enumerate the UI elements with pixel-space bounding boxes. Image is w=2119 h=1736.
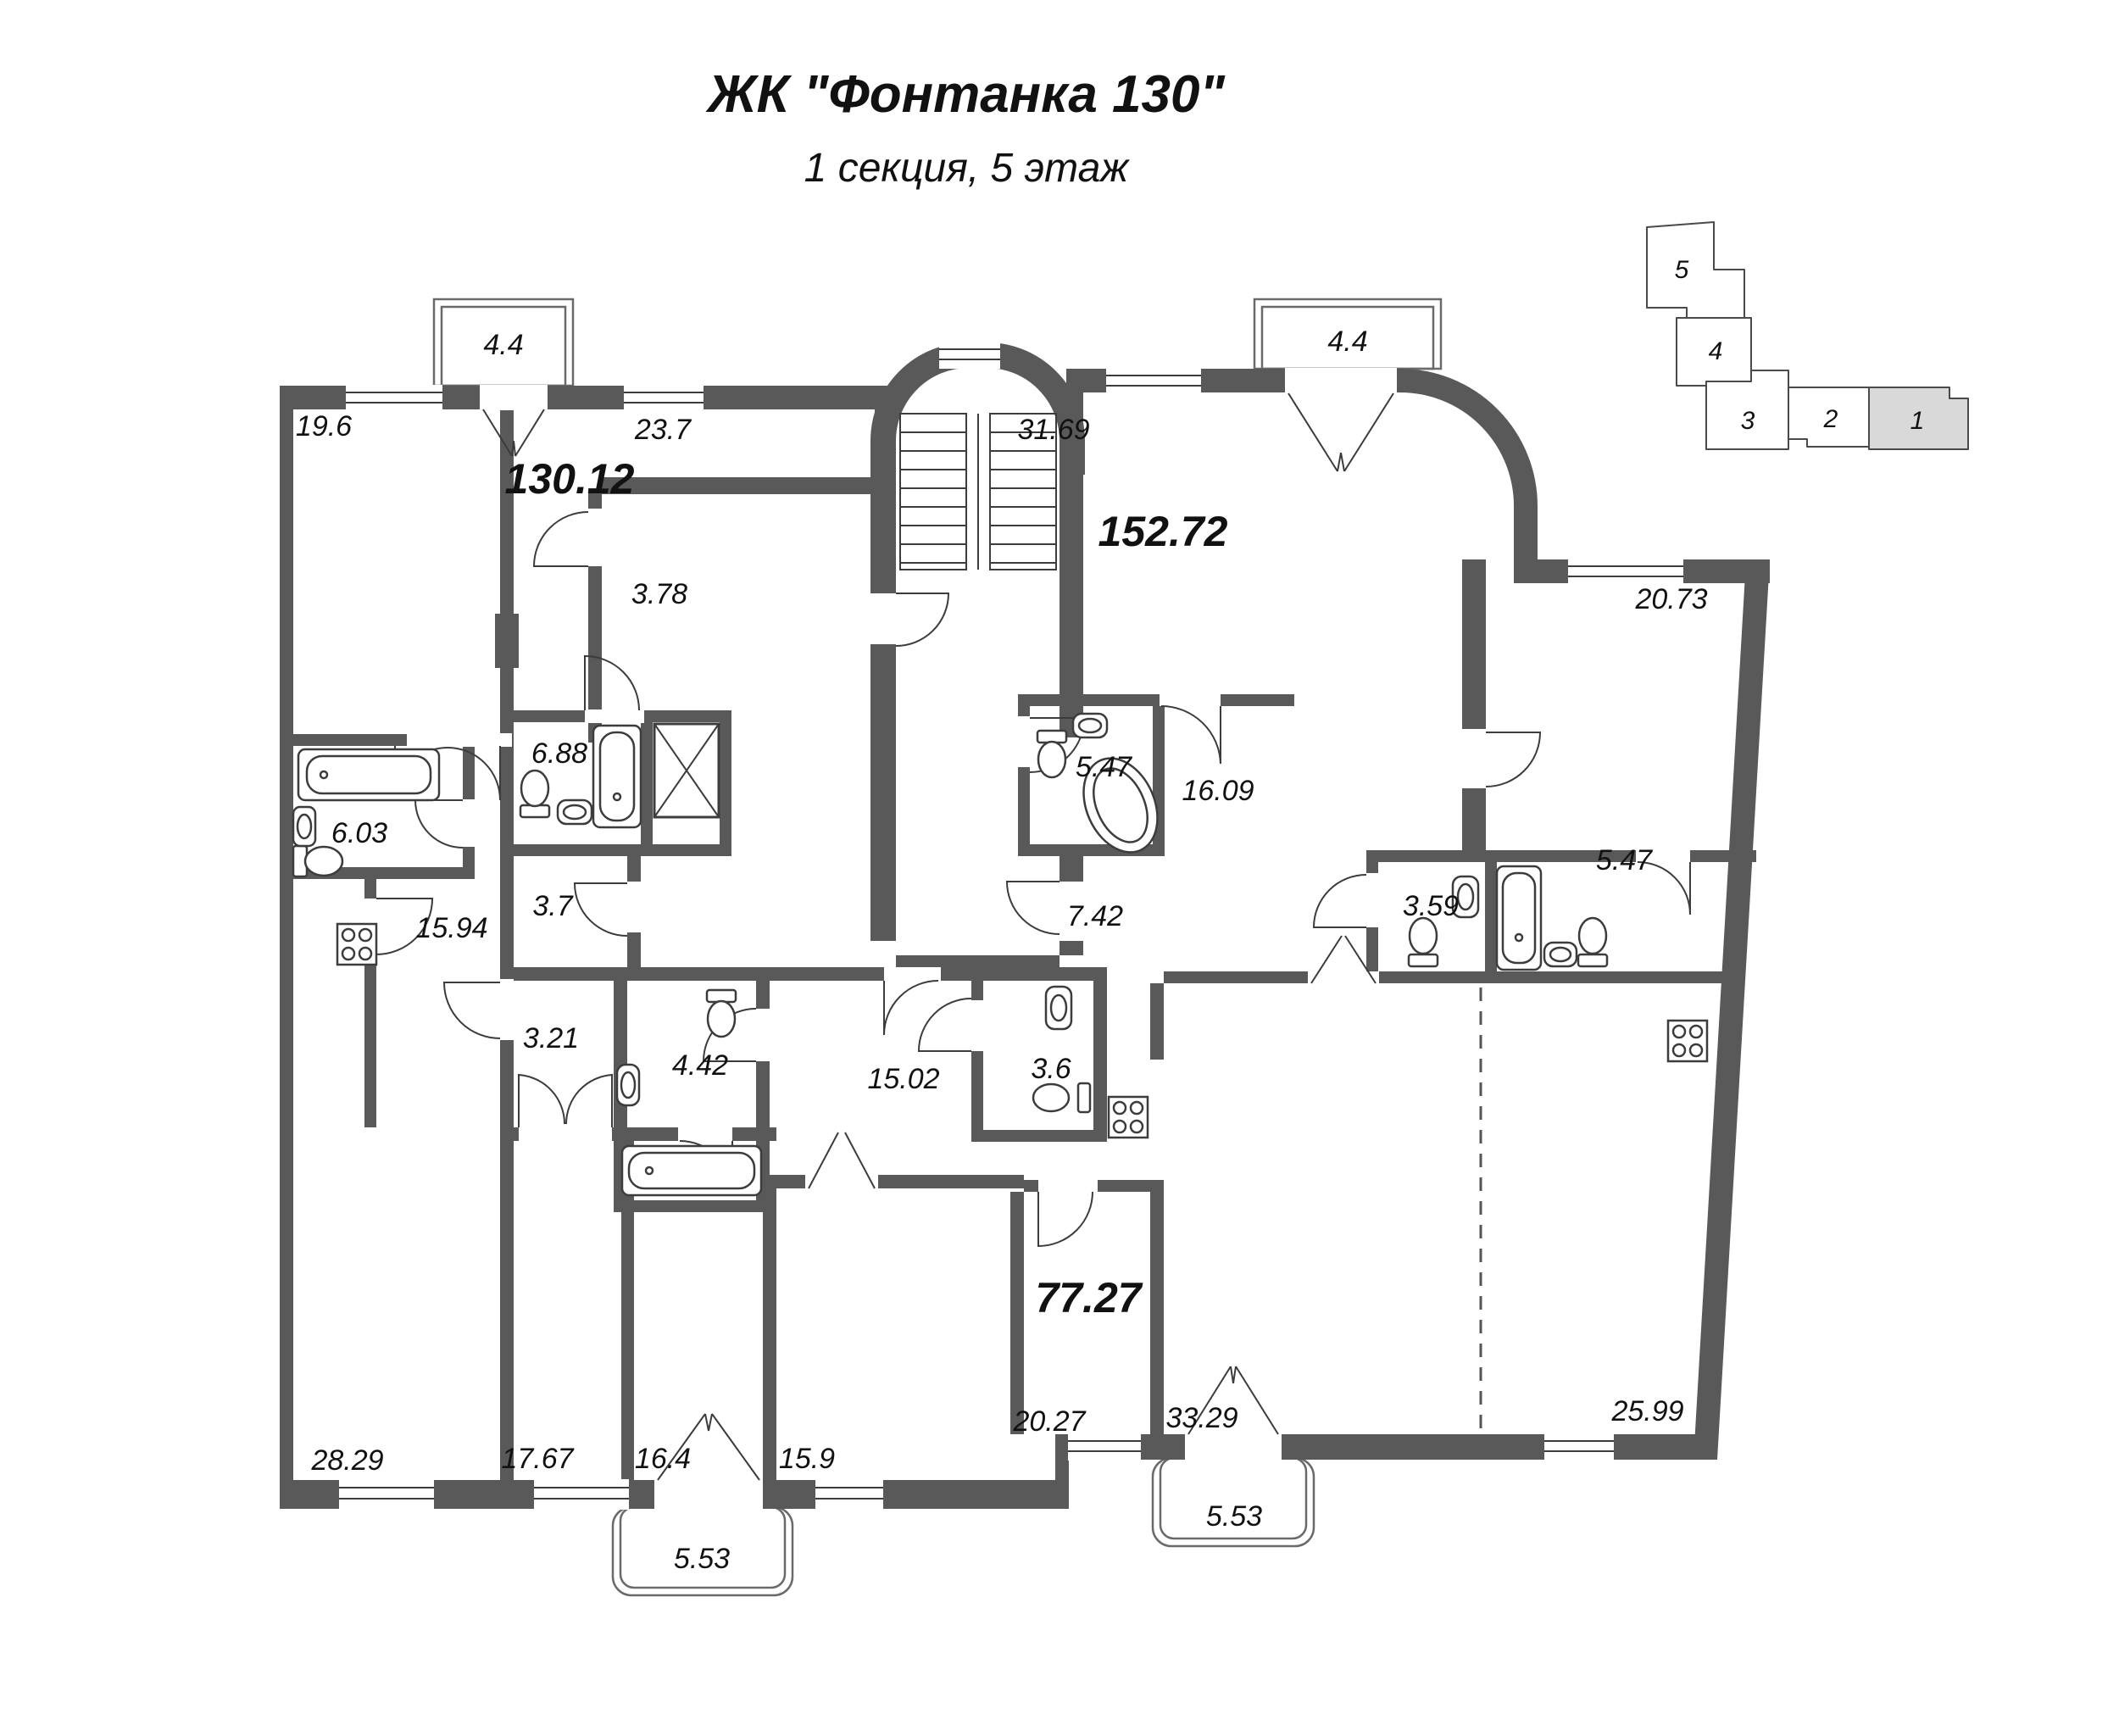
toilet-icon (519, 769, 551, 819)
room-area-label: 5.47 (1076, 751, 1132, 783)
wall-openings (339, 342, 1690, 1510)
room-area-label: 3.78 (631, 578, 687, 610)
french-door (482, 409, 545, 457)
stove-icon (336, 922, 378, 966)
fixtures (292, 712, 1709, 1197)
corner-bathtub-icon (1082, 757, 1159, 854)
bathtub-icon (592, 724, 642, 829)
toilet-icon (1036, 729, 1068, 779)
room-area-label: 3.59 (1403, 890, 1459, 922)
window (346, 392, 442, 403)
room-area-label: 3.6 (1031, 1053, 1071, 1085)
walls (280, 342, 1770, 1509)
windows (339, 348, 1683, 1500)
room-area-label: 15.94 (415, 912, 487, 944)
toilet-icon (705, 988, 737, 1038)
room-area-label: 25.99 (1610, 1395, 1683, 1427)
locator-label-2: 2 (1823, 405, 1838, 433)
apartment-total-label: 130.12 (505, 455, 635, 503)
room-area-label: 15.02 (867, 1063, 939, 1095)
room-area-label: 23.7 (634, 414, 692, 446)
locator-label-1: 1 (1910, 407, 1925, 435)
page-subtitle: 1 секция, 5 этаж (804, 146, 1131, 191)
room-area-label: 20.27 (1012, 1405, 1086, 1438)
sink-icon (615, 1063, 641, 1107)
locator-section-1 (1868, 387, 1969, 450)
room-area-label: 31.69 (1017, 414, 1089, 446)
toilet-icon (1407, 916, 1439, 968)
rounded-corner-wall (1254, 369, 1538, 583)
room-area-label: 7.42 (1067, 900, 1123, 932)
room-area-label: 17.67 (501, 1443, 574, 1475)
locator-section-5 (1646, 221, 1745, 319)
locator-section-3 (1705, 370, 1789, 450)
plan-title: ЖК "Фонтанка 130" 1 секция, 5 этаж (705, 65, 1226, 191)
room-area-label: 4.4 (1327, 326, 1367, 358)
apartment-total-label: 152.72 (1098, 508, 1228, 555)
apartment-total-label: 77.27 (1035, 1274, 1143, 1321)
room-area-label: 6.03 (331, 817, 387, 849)
room-area-label: 5.47 (1596, 844, 1653, 876)
room-area-label: 6.88 (531, 737, 587, 770)
room-area-label: 19.6 (296, 410, 352, 442)
room-area-label: 16.09 (1182, 775, 1254, 807)
wall (280, 386, 293, 1509)
sink-icon (1543, 941, 1578, 968)
balcony-area-label: 5.53 (674, 1543, 730, 1575)
page-title: ЖК "Фонтанка 130" (705, 65, 1226, 124)
room-area-labels: 19.6 4.4 23.7 130.12 31.69 4.4 152.72 3.… (296, 326, 1708, 1575)
sink-icon (1044, 985, 1073, 1031)
bathtub-icon (620, 1144, 763, 1197)
stove-icon (1666, 1019, 1709, 1063)
locator-label-5: 5 (1675, 256, 1689, 284)
room-area-label: 28.29 (310, 1444, 383, 1477)
stove-icon (1107, 1095, 1149, 1139)
bathtub-icon (1495, 865, 1543, 971)
bathtub-icon (297, 748, 441, 802)
locator-label-3: 3 (1741, 407, 1755, 435)
balcony-area-label: 5.53 (1206, 1500, 1262, 1533)
locator-label-4: 4 (1709, 337, 1723, 365)
sink-icon (1451, 875, 1480, 919)
room-area-label: 4.42 (672, 1049, 728, 1082)
room-area-label: 16.4 (635, 1443, 691, 1475)
toilet-icon (1577, 916, 1609, 968)
toilet-icon (1032, 1082, 1092, 1114)
elevator-icon (653, 722, 720, 819)
door-arc (414, 799, 464, 849)
sink-icon (292, 805, 317, 848)
room-area-label: 20.73 (1634, 583, 1707, 615)
toilet-icon (292, 844, 344, 878)
sink-icon (1071, 712, 1109, 739)
room-area-label: 4.4 (483, 329, 523, 361)
room-area-label: 3.21 (523, 1022, 579, 1054)
stairs-icon (899, 413, 1057, 570)
balcony-doors (482, 392, 1394, 1481)
sink-icon (556, 798, 593, 826)
room-area-label: 15.9 (779, 1443, 835, 1475)
room-area-label: 3.7 (532, 890, 573, 922)
room-area-label: 33.29 (1165, 1402, 1237, 1434)
section-locator: 5 4 3 2 1 (1646, 221, 1969, 450)
